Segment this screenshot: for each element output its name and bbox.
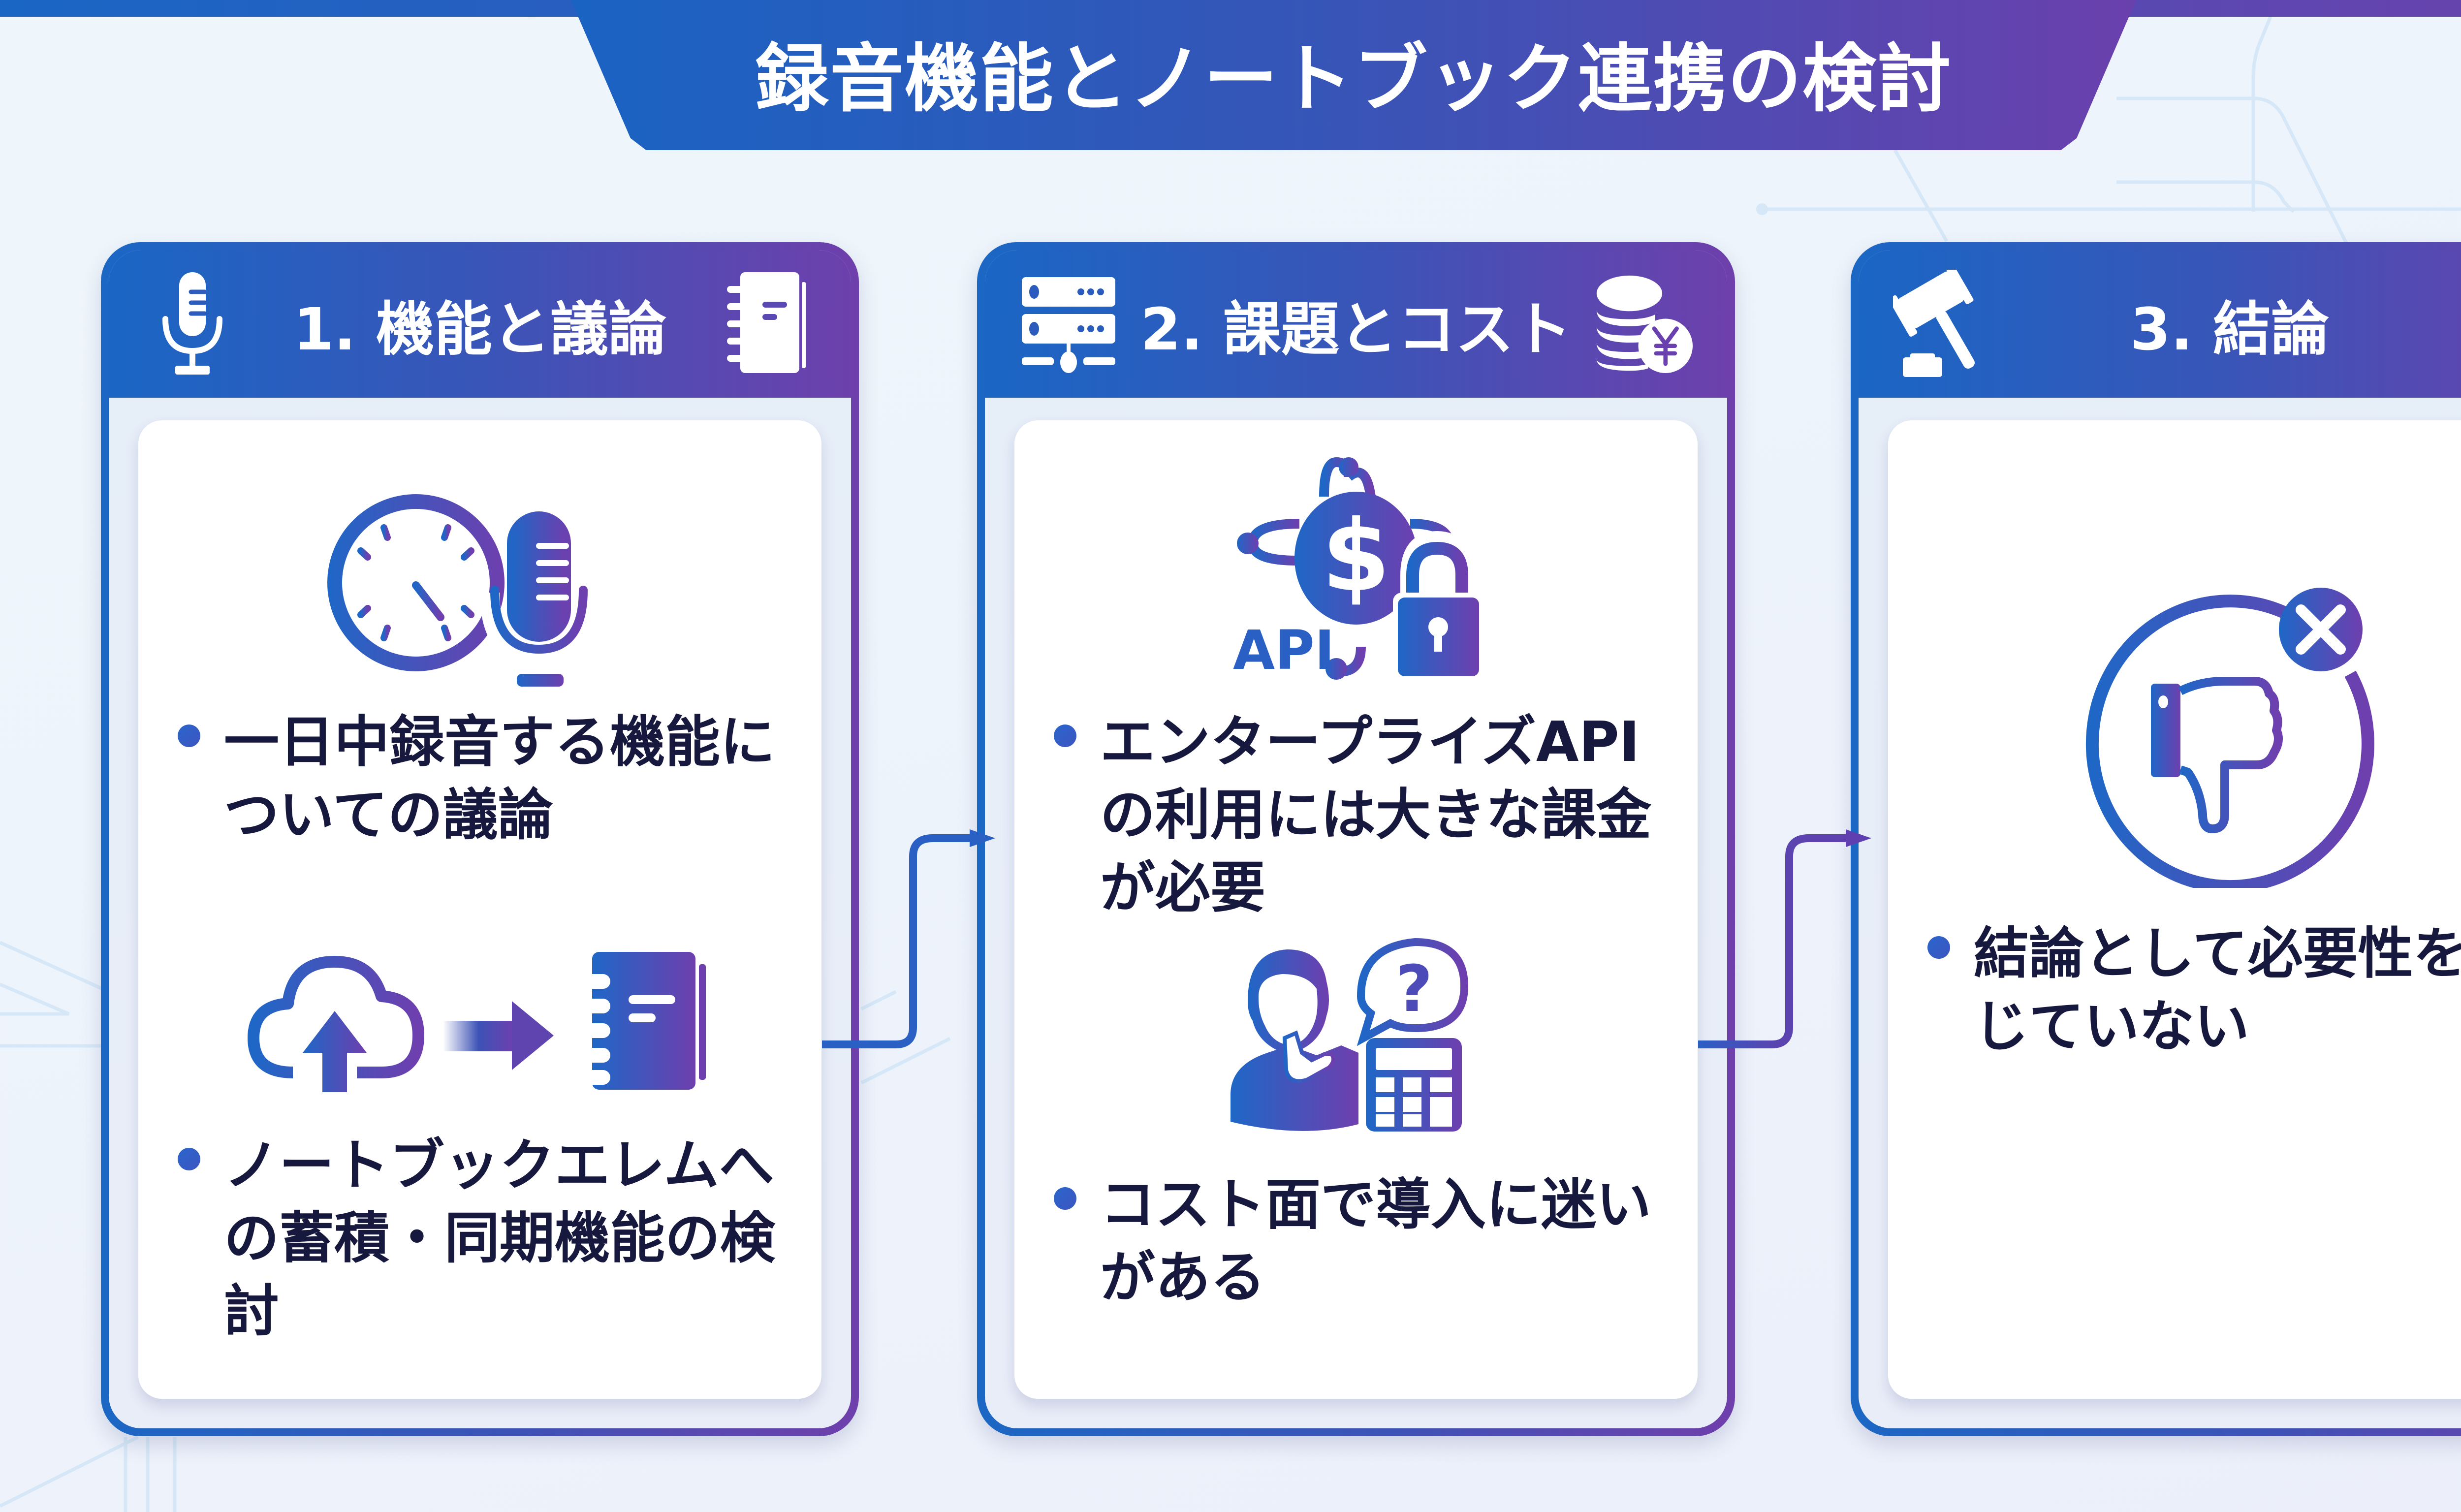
bullet-item: コスト面で導入に迷いがある — [1054, 1168, 1678, 1314]
bullet-dot — [1054, 724, 1076, 747]
dollar-sign-icon: $ — [1322, 499, 1390, 614]
gavel-icon — [1893, 270, 1991, 377]
card-header: 3. 結論 — [1859, 250, 2461, 398]
clock-microphone-illustration — [138, 484, 821, 691]
card-title: 2. 課題とコスト — [1140, 295, 1572, 363]
card-header: 1. 機能と議論 — [109, 250, 851, 398]
card-header: 2. 課題とコスト — [985, 250, 1727, 398]
bullet-item: 結論として必要性を感じていない — [1927, 917, 2461, 1063]
server-icon — [1019, 275, 1118, 373]
thinking-person-illustration: ? — [1014, 927, 1698, 1134]
bullet-item: 一日中録音する機能についての議論 — [178, 706, 802, 851]
content-panel: $ API エンタープライズAPIの利用には大きな課金が必要 — [1014, 420, 1698, 1399]
bullet-item: ノートブックエレムへの蓄積・同期機能の検討 — [178, 1129, 802, 1348]
content-panel: 結論として必要性を感じていない — [1888, 420, 2461, 1399]
card-title: 3. 結論 — [2130, 295, 2329, 363]
clock-icon — [327, 494, 505, 671]
cloud-upload-icon — [248, 956, 424, 1092]
bullet-dot — [1927, 936, 1950, 959]
bullet-text: エンタープライズAPIの利用には大きな課金が必要 — [1100, 710, 1651, 920]
title-banner: 録音機能とノートブック連携の検討 — [571, 0, 2136, 150]
card-title: 1. 機能と議論 — [293, 295, 666, 363]
thinking-person-calculator-icon: ? — [1230, 938, 1469, 1132]
yen-coins-icon — [1594, 275, 1693, 373]
api-dollar-lock-icon: $ API — [1233, 457, 1484, 682]
content-panel: 一日中録音する機能についての議論 — [138, 420, 821, 1399]
thumbs-down-x-icon — [2085, 588, 2374, 888]
bullet-item: エンタープライズAPIの利用には大きな課金が必要 — [1054, 706, 1678, 924]
cloud-to-notebook-illustration — [138, 942, 821, 1100]
notebook-icon — [576, 952, 706, 1090]
bullet-text: 一日中録音する機能についての議論 — [224, 710, 775, 847]
thumbs-down-illustration — [1888, 583, 2461, 888]
microphone-icon — [480, 511, 588, 687]
question-mark-icon: ? — [1395, 951, 1432, 1026]
bullet-dot — [178, 1148, 200, 1170]
microphone-icon — [143, 272, 242, 375]
notebook-icon — [718, 272, 817, 373]
api-label: API — [1233, 619, 1335, 682]
card-conclusion: 3. 結論 — [1851, 242, 2461, 1436]
bullet-dot — [1054, 1187, 1076, 1210]
bullet-text: ノートブックエレムへの蓄積・同期機能の検討 — [224, 1134, 775, 1343]
page-title: 録音機能とノートブック連携の検討 — [755, 36, 1952, 122]
bullet-text: コスト面で導入に迷いがある — [1100, 1173, 1651, 1310]
bullet-dot — [178, 724, 200, 747]
arrow-right-icon — [443, 1001, 554, 1070]
card-issues-cost: 2. 課題とコスト — [977, 242, 1735, 1436]
card-features-discussion: 1. 機能と議論 — [101, 242, 859, 1436]
api-cost-lock-illustration: $ API — [1014, 450, 1698, 686]
bullet-text: 結論として必要性を感じていない — [1974, 922, 2461, 1059]
